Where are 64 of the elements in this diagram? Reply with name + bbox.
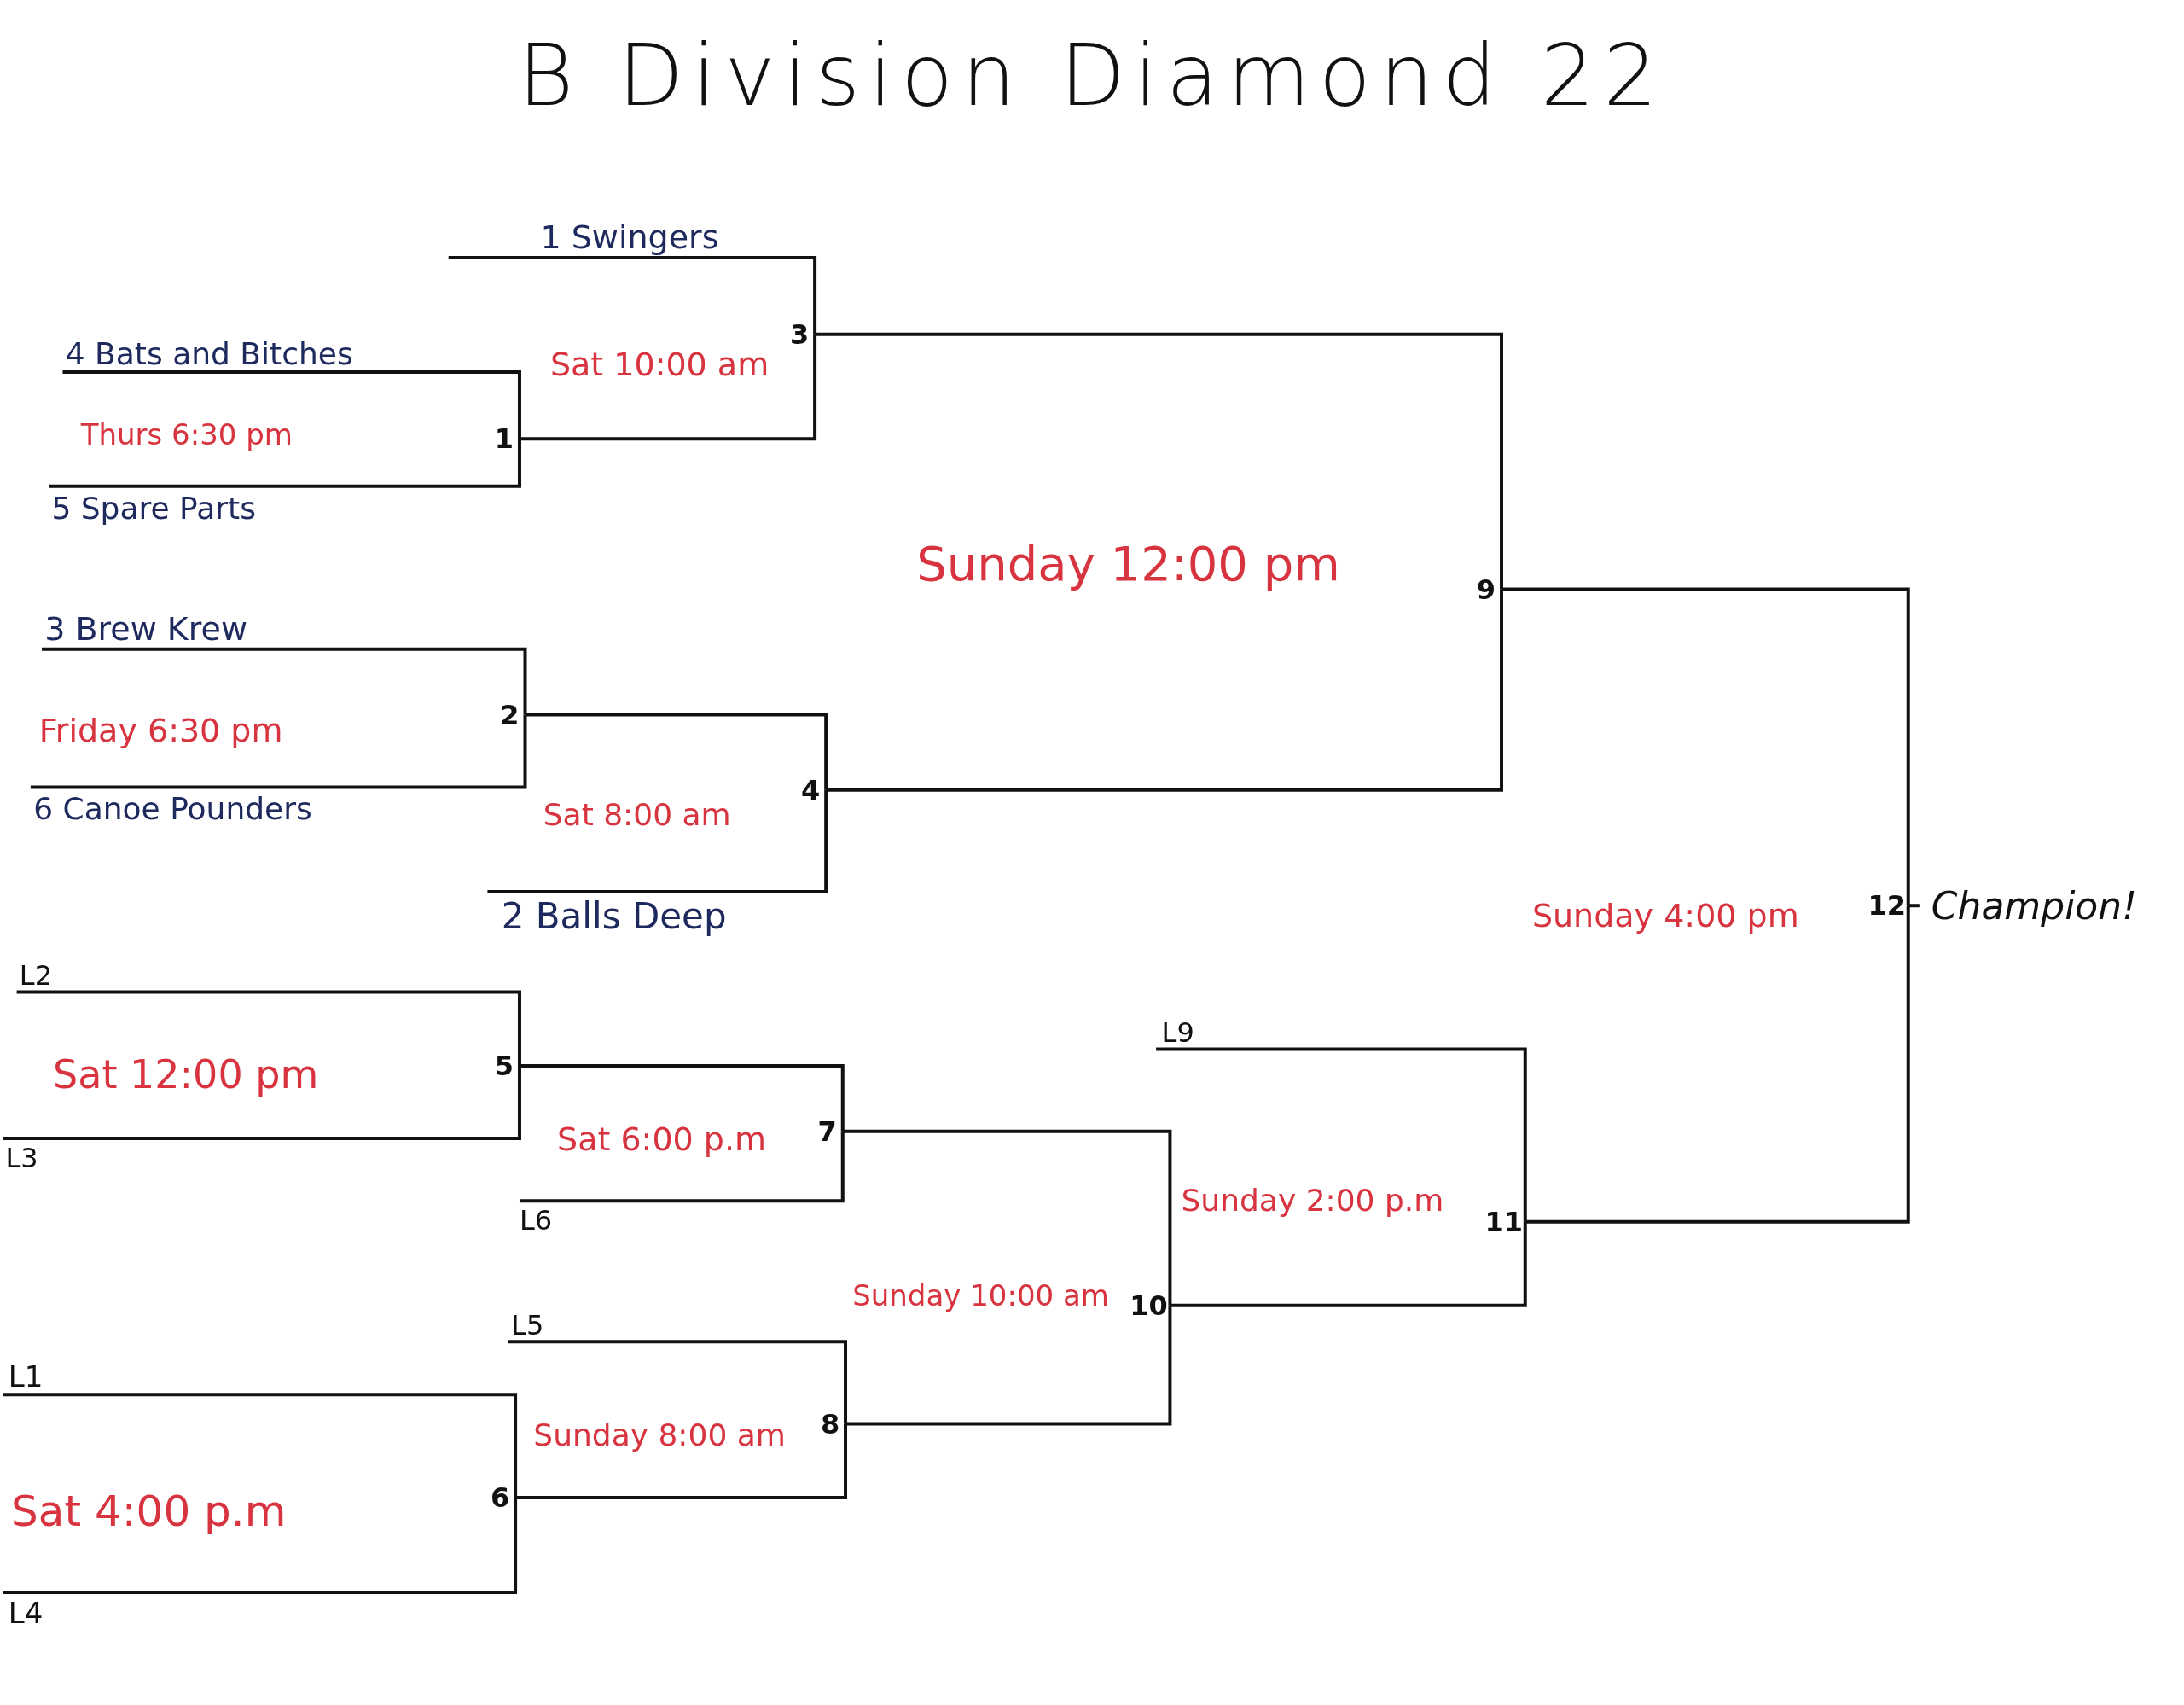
bracket-line bbox=[42, 647, 527, 715]
bracket-line bbox=[30, 714, 527, 789]
bracket-line bbox=[49, 439, 521, 488]
game-time: Sat 6:00 p.m bbox=[557, 1120, 767, 1160]
bracket-line bbox=[3, 1393, 518, 1498]
bracket-line bbox=[1502, 587, 1910, 906]
game-time: Sunday 8:00 am bbox=[533, 1417, 786, 1454]
game-time: Sunday 2:00 p.m bbox=[1181, 1182, 1444, 1219]
bracket-line bbox=[487, 789, 828, 893]
champion-label: Champion! bbox=[1919, 880, 2137, 932]
bracket-line bbox=[520, 334, 817, 441]
bracket-title: B Division Diamond 22 bbox=[518, 26, 1666, 125]
game-time: Sat 8:00 am bbox=[543, 796, 731, 834]
bracket-line bbox=[1156, 1047, 1527, 1222]
bracket-line bbox=[815, 332, 1503, 590]
game-number: 4 bbox=[795, 771, 827, 809]
team-slot-label: 2 Balls Deep bbox=[487, 894, 727, 940]
bracket-line bbox=[508, 1340, 847, 1424]
bracket-line bbox=[1170, 1221, 1527, 1307]
game-time: Sat 10:00 am bbox=[549, 345, 770, 385]
team-slot-label: 1 Swingers bbox=[448, 213, 719, 259]
bracket-line bbox=[1908, 904, 1920, 908]
game-time: Sunday 10:00 am bbox=[852, 1277, 1109, 1313]
game-time: Sat 12:00 pm bbox=[53, 1051, 319, 1099]
game-number: 6 bbox=[485, 1479, 516, 1517]
game-time: Sat 4:00 p.m bbox=[11, 1486, 287, 1538]
team-slot-label: L4 bbox=[3, 1596, 44, 1641]
bracket-line bbox=[826, 589, 1503, 792]
game-number: 10 bbox=[1127, 1286, 1170, 1324]
bracket-line bbox=[520, 1131, 845, 1203]
bracket-line bbox=[845, 1305, 1172, 1426]
game-number: 8 bbox=[815, 1405, 845, 1443]
bracket-line bbox=[16, 990, 521, 1066]
game-time: Sunday 12:00 pm bbox=[916, 535, 1340, 593]
bracket-line bbox=[842, 1129, 1172, 1306]
game-number: 3 bbox=[784, 315, 816, 353]
team-slot-label: L6 bbox=[519, 1204, 553, 1249]
team-slot-label: L9 bbox=[1156, 1004, 1194, 1050]
game-number: 2 bbox=[494, 695, 526, 734]
team-slot-label: L2 bbox=[16, 947, 52, 992]
game-number: 11 bbox=[1482, 1202, 1525, 1241]
bracket-line bbox=[1525, 905, 1910, 1224]
bracket-line bbox=[448, 256, 817, 335]
bracket-line bbox=[3, 1498, 518, 1595]
game-number: 9 bbox=[1471, 570, 1502, 608]
game-time: Friday 6:30 pm bbox=[38, 712, 283, 751]
team-slot-label: 3 Brew Krew bbox=[41, 604, 248, 649]
bracket-line bbox=[515, 1423, 847, 1500]
team-slot-label: L3 bbox=[3, 1141, 38, 1186]
game-time: Sunday 4:00 pm bbox=[1531, 897, 1799, 937]
game-number: 12 bbox=[1865, 887, 1908, 925]
bracket-line bbox=[62, 370, 521, 439]
bracket-line bbox=[520, 1064, 845, 1132]
bracket-line bbox=[525, 713, 828, 790]
team-slot-label: 4 Bats and Bitches bbox=[62, 327, 353, 372]
bracket-line bbox=[3, 1066, 521, 1140]
team-slot-label: 6 Canoe Pounders bbox=[30, 790, 312, 835]
team-slot-label: L1 bbox=[3, 1350, 44, 1395]
game-number: 1 bbox=[488, 420, 520, 458]
game-time: Thurs 6:30 pm bbox=[80, 417, 293, 452]
team-slot-label: L5 bbox=[508, 1297, 544, 1342]
game-number: 5 bbox=[488, 1046, 520, 1085]
team-slot-label: 5 Spare Parts bbox=[49, 489, 256, 534]
game-number: 7 bbox=[811, 1112, 843, 1150]
